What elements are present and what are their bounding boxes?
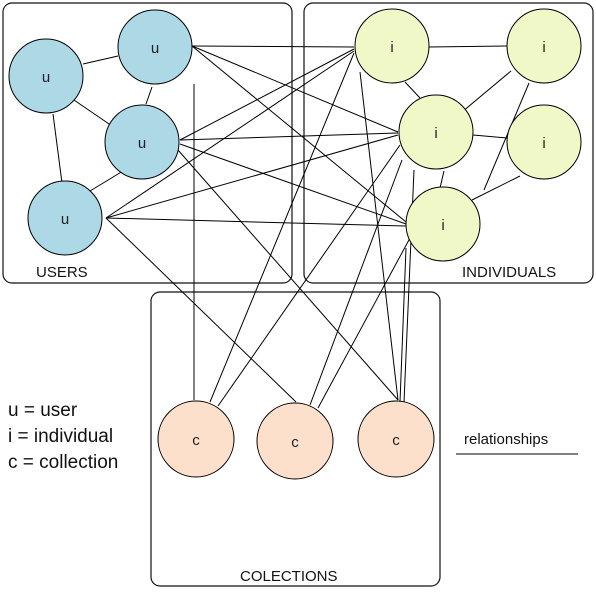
- collection-node-label: c: [392, 432, 400, 449]
- legend-individual: i = individual: [8, 426, 114, 447]
- individual-node[interactable]: [405, 186, 481, 262]
- individual-node[interactable]: [506, 8, 582, 84]
- collection-node-label: c: [291, 434, 299, 451]
- relationship-edge: [471, 175, 521, 201]
- relationship-edge: [52, 113, 63, 184]
- user-node[interactable]: [8, 38, 84, 114]
- collections-group-label: COLECTIONS: [240, 568, 338, 585]
- relationship-edge: [89, 170, 124, 192]
- relationship-edge: [145, 86, 153, 105]
- relationship-edge: [359, 71, 399, 401]
- user-node[interactable]: [104, 104, 180, 180]
- collection-node[interactable]: [357, 400, 435, 478]
- relationship-edge: [179, 48, 355, 141]
- relationship-edge: [317, 237, 411, 409]
- relationship-edge: [105, 134, 399, 219]
- individual-node-label: i: [441, 217, 444, 234]
- user-node[interactable]: [27, 180, 103, 256]
- individual-node[interactable]: [354, 8, 430, 84]
- legend-collection: c = collection: [8, 452, 119, 473]
- relationship-edge: [179, 132, 399, 141]
- users-nodes: u u u u: [8, 9, 193, 256]
- user-node-label: u: [61, 211, 69, 228]
- user-node-label: u: [151, 40, 159, 57]
- relationship-edges: [52, 45, 530, 409]
- relationship-edge: [179, 143, 407, 225]
- individual-node-label: i: [542, 135, 545, 152]
- relationship-edge: [483, 82, 530, 191]
- users-group-box: [2, 2, 293, 284]
- relationship-edge: [209, 52, 355, 403]
- legend-user: u = user: [8, 400, 78, 421]
- individual-node-label: i: [542, 39, 545, 56]
- relationship-edge: [191, 45, 399, 133]
- relationship-edge: [404, 81, 421, 99]
- collection-node-label: c: [192, 432, 200, 449]
- relationship-edge: [177, 149, 399, 401]
- individual-node[interactable]: [398, 94, 474, 170]
- relationship-edge: [472, 134, 508, 139]
- relationship-edge: [191, 45, 355, 48]
- individual-node-label: i: [390, 39, 393, 56]
- relationship-edge: [70, 97, 113, 127]
- user-node-label: u: [42, 69, 50, 86]
- relationship-edge: [428, 45, 508, 48]
- legend-relationships: relationships: [464, 431, 549, 448]
- relationship-edge: [217, 144, 401, 407]
- user-node-label: u: [138, 135, 146, 152]
- relationship-edge: [191, 45, 407, 223]
- user-node[interactable]: [117, 9, 193, 85]
- relationship-edge: [461, 70, 512, 113]
- relationship-edge: [105, 217, 297, 403]
- collection-node[interactable]: [157, 400, 235, 478]
- individuals-group-label: INDIVIDUALS: [462, 264, 556, 281]
- individual-node-label: i: [434, 125, 437, 142]
- individual-node[interactable]: [506, 104, 582, 180]
- collections-group-box: [150, 291, 441, 587]
- relationship-edge: [399, 247, 407, 403]
- relationship-edge: [309, 159, 403, 406]
- users-group-label: USERS: [36, 264, 88, 281]
- relationship-edge: [82, 55, 119, 65]
- relationship-edge: [105, 217, 407, 227]
- collection-nodes: c c c: [157, 400, 435, 480]
- collection-node[interactable]: [256, 402, 334, 480]
- individuals-group-box: [303, 2, 594, 284]
- relationship-edge: [105, 50, 355, 219]
- relationship-edge: [439, 170, 445, 189]
- individual-nodes: i i i i i: [354, 8, 582, 262]
